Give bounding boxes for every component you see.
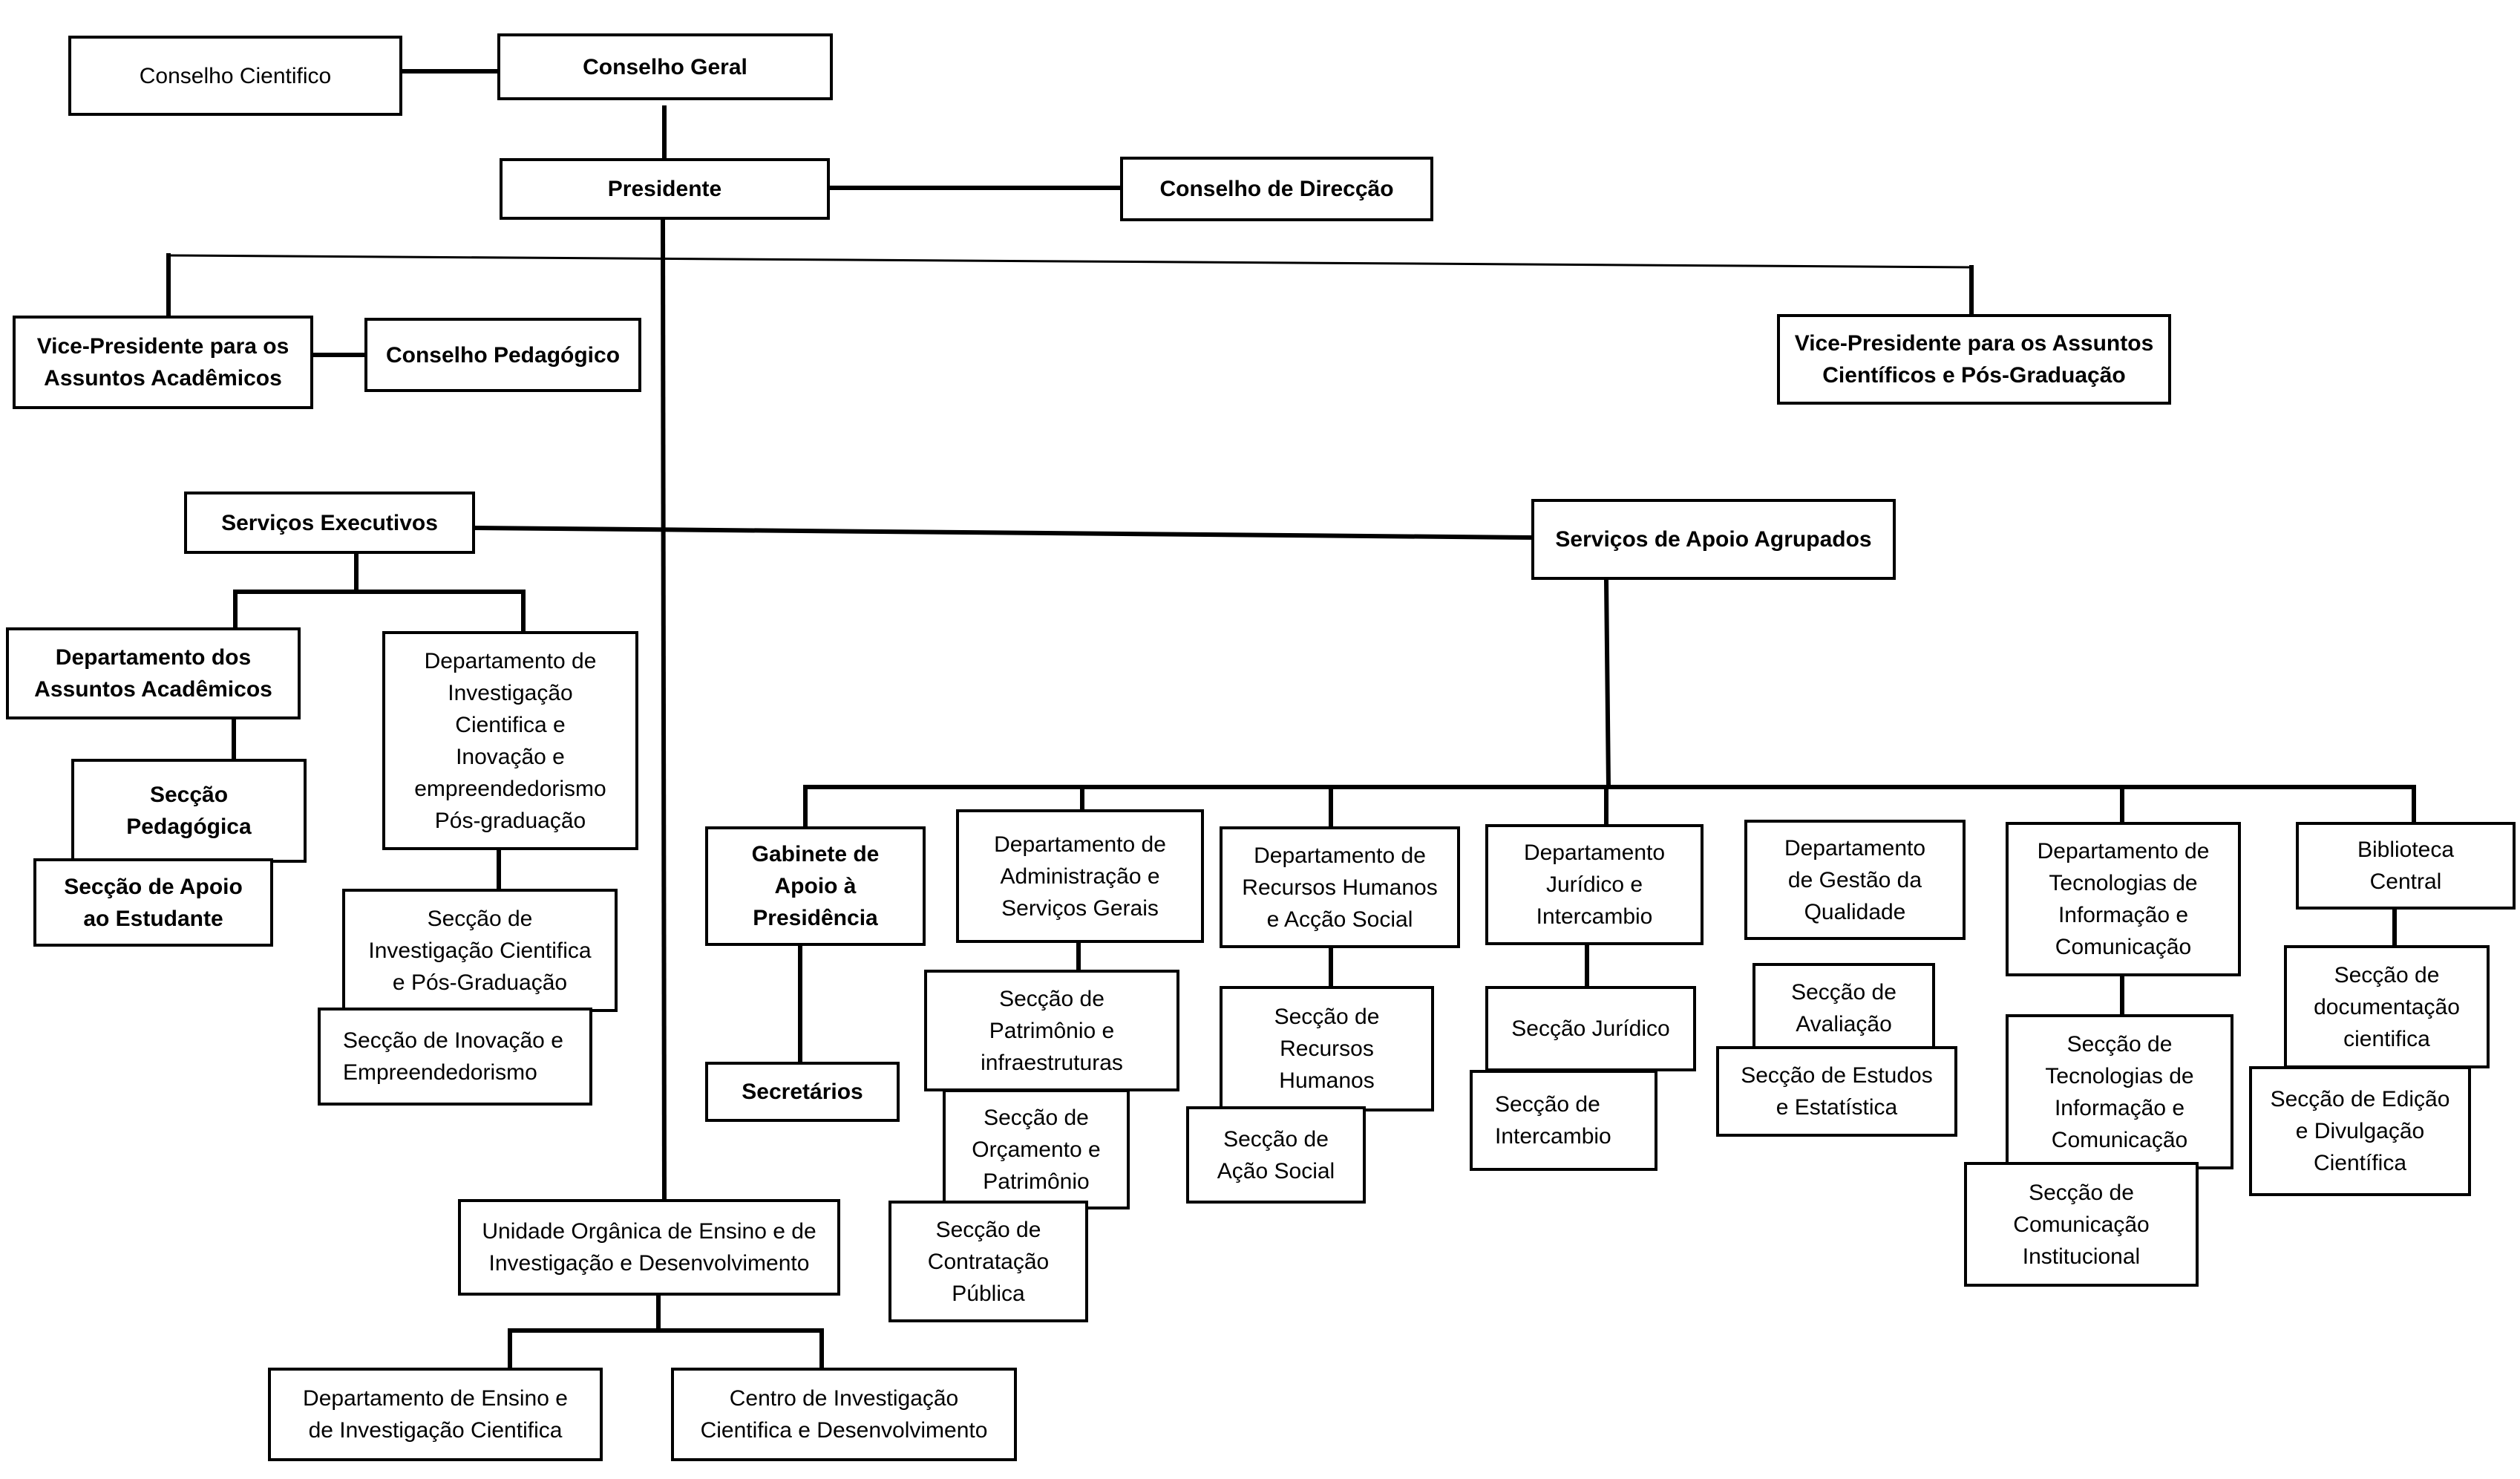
box-seccao-orcamento: Secção de Orçamento e Patrimônio bbox=[943, 1089, 1130, 1209]
box-dep-assuntos-academicos: Departamento dos Assuntos Acadêmicos bbox=[6, 627, 301, 719]
box-seccao-acao-social: Secção de Ação Social bbox=[1186, 1106, 1366, 1204]
box-vp-cientificos: Vice-Presidente para os Assuntos Científ… bbox=[1777, 314, 2171, 405]
box-seccao-apoio-estudante: Secção de Apoio ao Estudante bbox=[33, 858, 273, 947]
connector-line bbox=[1603, 577, 1611, 790]
box-conselho-direccao: Conselho de Direcção bbox=[1120, 157, 1433, 221]
box-vp-academicos: Vice-Presidente para os Assuntos Acadêmi… bbox=[13, 316, 313, 409]
box-seccao-investigacao: Secção de Investigação Cientifica e Pós-… bbox=[342, 889, 618, 1012]
box-seccao-intercambio: Secção de Intercambio bbox=[1470, 1070, 1657, 1171]
box-seccao-estudos: Secção de Estudos e Estatística bbox=[1716, 1046, 1957, 1137]
box-servicos-executivos: Serviços Executivos bbox=[184, 492, 475, 554]
box-seccao-recursos-humanos: Secção de Recursos Humanos bbox=[1220, 986, 1434, 1111]
box-seccao-documentacao: Secção de documentação cientifica bbox=[2284, 945, 2490, 1068]
box-seccao-inovacao: Secção de Inovação e Empreendedorismo bbox=[318, 1008, 592, 1106]
box-dep-ensino: Departamento de Ensino e de Investigação… bbox=[268, 1368, 603, 1461]
box-conselho-cientifico: Conselho Cientifico bbox=[68, 36, 402, 116]
box-dep-juridico: Departamento Jurídico e Intercambio bbox=[1485, 824, 1704, 945]
box-seccao-contratacao: Secção de Contratação Pública bbox=[888, 1201, 1088, 1322]
connector-line bbox=[660, 217, 667, 1202]
box-biblioteca: Biblioteca Central bbox=[2296, 822, 2516, 910]
box-dep-tecnologias: Departamento de Tecnologias de Informaçã… bbox=[2006, 822, 2241, 976]
box-seccao-edicao: Secção de Edição e Divulgação Científica bbox=[2249, 1066, 2471, 1196]
box-conselho-pedagogico: Conselho Pedagógico bbox=[364, 318, 641, 392]
box-dep-administracao: Departamento de Administração e Serviços… bbox=[956, 809, 1204, 943]
box-gabinete-apoio: Gabinete de Apoio à Presidência bbox=[705, 826, 926, 946]
box-presidente: Presidente bbox=[500, 158, 830, 220]
box-seccao-patrimonio: Secção de Patrimônio e infraestruturas bbox=[924, 970, 1179, 1091]
box-dep-gestao-qualidade: Departamento de Gestão da Qualidade bbox=[1744, 820, 1966, 940]
box-dep-investigacao: Departamento de Investigação Cientifica … bbox=[382, 631, 638, 850]
box-seccao-avaliacao: Secção de Avaliação bbox=[1752, 963, 1935, 1053]
connector-line bbox=[167, 254, 1973, 269]
box-seccao-comunicacao: Secção de Comunicação Institucional bbox=[1964, 1162, 2199, 1287]
box-centro-investigacao: Centro de Investigação Cientifica e Dese… bbox=[671, 1368, 1017, 1461]
connector-line bbox=[472, 525, 1534, 541]
box-seccao-tecnologias: Secção de Tecnologias de Informação e Co… bbox=[2006, 1014, 2233, 1169]
box-secretarios: Secretários bbox=[705, 1062, 900, 1122]
box-unidade-organica: Unidade Orgânica de Ensino e de Investig… bbox=[458, 1199, 840, 1296]
box-seccao-juridico: Secção Jurídico bbox=[1485, 986, 1696, 1071]
box-conselho-geral: Conselho Geral bbox=[497, 33, 833, 100]
box-seccao-pedagogica: Secção Pedagógica bbox=[71, 759, 307, 863]
box-servicos-apoio: Serviços de Apoio Agrupados bbox=[1531, 499, 1896, 580]
box-dep-recursos-humanos: Departamento de Recursos Humanos e Acção… bbox=[1220, 826, 1460, 948]
